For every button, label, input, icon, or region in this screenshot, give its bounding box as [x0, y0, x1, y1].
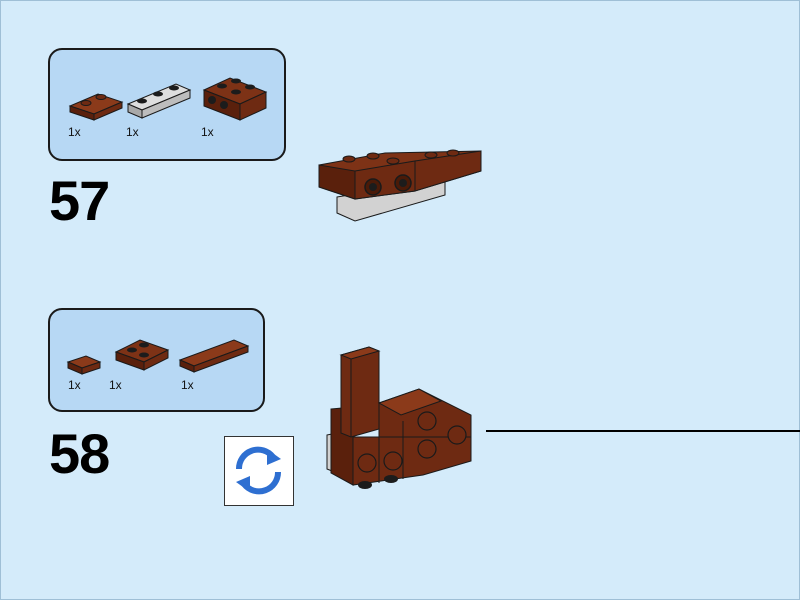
part-qty-label: 1x — [109, 378, 122, 392]
parts-list-step-58: 1x 1x 1x — [48, 308, 265, 412]
part-brown-brick-2x2-with-pins-image — [202, 77, 268, 121]
part-brown-tile-1x1-image — [66, 355, 102, 375]
part-qty-label: 1x — [181, 378, 194, 392]
rotate-model-button[interactable] — [224, 436, 294, 506]
step-number: 58 — [49, 422, 110, 485]
part-qty-label: 1x — [201, 125, 214, 139]
part-qty-label: 1x — [68, 378, 81, 392]
rotate-model-icon — [235, 446, 282, 495]
step-58-model-image — [326, 346, 472, 489]
step-57-model-image — [318, 149, 482, 222]
part-brown-plate-1x2-image — [68, 93, 124, 121]
part-qty-label: 1x — [68, 125, 81, 139]
step-number: 57 — [49, 169, 110, 232]
part-brown-plate-2x2-corner-image — [114, 339, 170, 371]
part-qty-label: 1x — [126, 125, 139, 139]
part-brown-tile-1x4-image — [178, 339, 250, 373]
callout-line — [486, 430, 800, 432]
parts-list-step-57: 1x 1x 1x — [48, 48, 286, 161]
part-grey-plate-1x3-image — [126, 83, 192, 119]
